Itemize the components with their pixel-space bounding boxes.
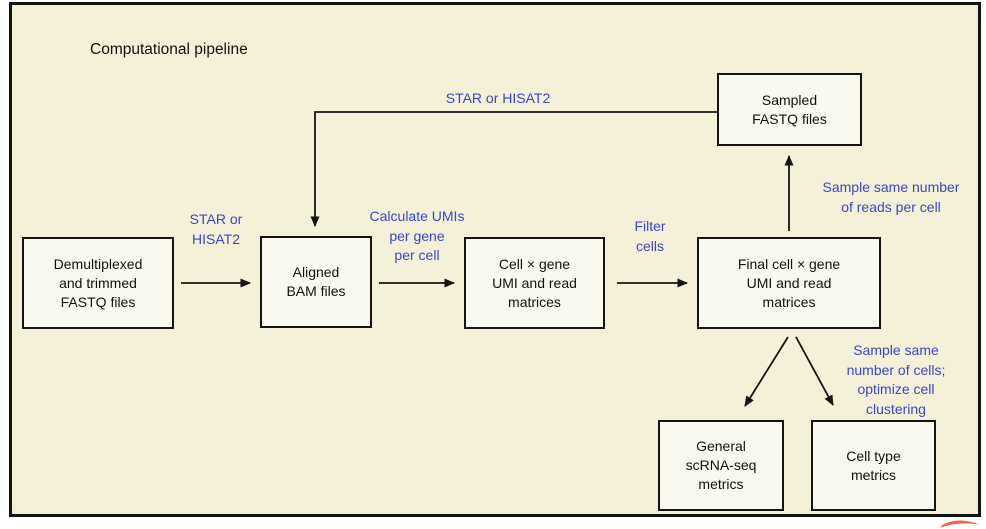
- label-sample-reads: Sample same number of reads per cell: [822, 179, 960, 215]
- label-star-hisat2-left: STAR or HISAT2: [189, 211, 243, 247]
- node-celltype-metrics: Cell type metrics: [811, 420, 936, 511]
- label-calculate-umis: Calculate UMIs per gene per cell: [369, 208, 465, 263]
- label-filter-cells: Filter cells: [634, 218, 666, 254]
- node-umi-matrices: Cell × gene UMI and read matrices: [464, 237, 605, 329]
- node-aligned-bam: Aligned BAM files: [260, 236, 372, 328]
- node-sampled-fastq: Sampled FASTQ files: [717, 73, 862, 146]
- figure-title: Computational pipeline: [90, 41, 248, 58]
- node-demultiplexed-fastq: Demultiplexed and trimmed FASTQ files: [22, 237, 174, 329]
- node-final-umi-matrices: Final cell × gene UMI and read matrices: [697, 237, 881, 329]
- label-star-hisat2-top: STAR or HISAT2: [445, 90, 551, 106]
- swoosh-logo-fragment-icon: [941, 520, 979, 528]
- label-sample-cells: Sample same number of cells; optimize ce…: [846, 342, 946, 417]
- node-general-metrics: General scRNA-seq metrics: [658, 420, 784, 511]
